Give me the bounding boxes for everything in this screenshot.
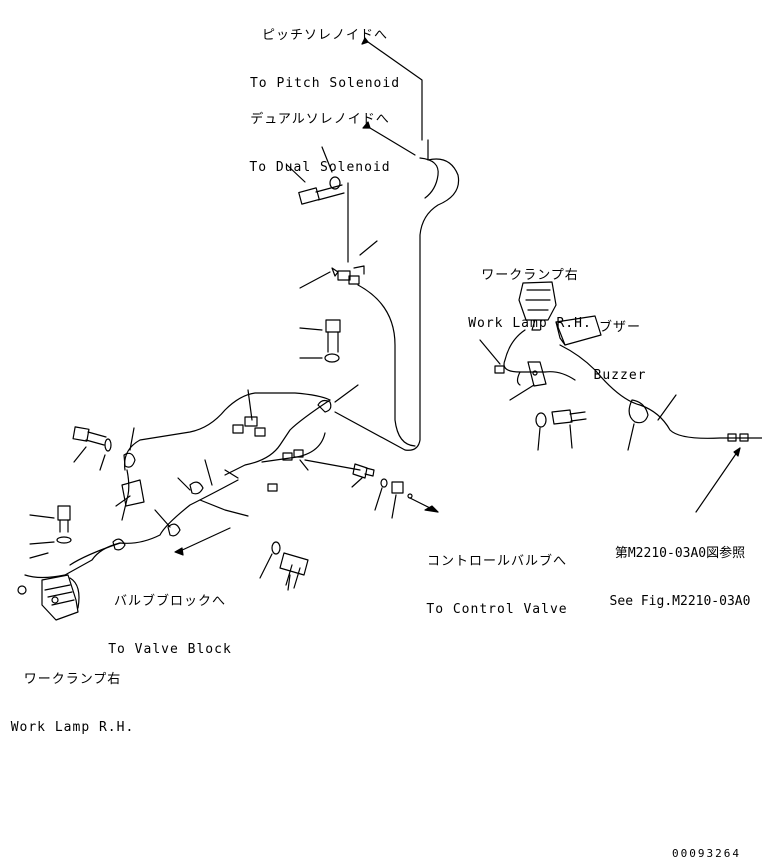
leader-line-control-valve bbox=[409, 497, 439, 513]
clamp-middle bbox=[317, 399, 332, 413]
clamp-left bbox=[123, 452, 136, 468]
harness-dual-branch bbox=[419, 157, 439, 199]
control-valve-ja: コントロールバルブへ bbox=[426, 554, 567, 569]
clamp-central-b bbox=[167, 523, 181, 537]
harness-lower-left bbox=[24, 479, 239, 579]
dual-solenoid-en: To Dual Solenoid bbox=[249, 160, 391, 175]
harness-dual-lead bbox=[369, 127, 416, 156]
leader-arrow-pitch bbox=[361, 37, 369, 45]
work-lamp-lower bbox=[17, 574, 80, 621]
washer-left bbox=[104, 438, 112, 452]
see-fig-label: 第M2210-03A0図参照 See Fig.M2210-03A0 bbox=[598, 514, 762, 626]
pitch-solenoid-label: ピッチソレノイドへ To Pitch Solenoid bbox=[240, 0, 410, 108]
dual-solenoid-ja: デュアルソレノイドへ bbox=[250, 112, 390, 127]
bolt-upper bbox=[298, 184, 345, 205]
bolt-lower-left bbox=[57, 505, 71, 533]
grommet-right bbox=[628, 399, 649, 424]
washer-lower-left bbox=[56, 536, 72, 544]
leader-line-see-fig bbox=[695, 447, 741, 513]
harness-upper-branch bbox=[357, 284, 416, 447]
valve-block-ja: バルブブロックへ bbox=[113, 594, 226, 609]
work-lamp-bottom-en: Work Lamp R.H. bbox=[10, 720, 135, 735]
clamp-central-a bbox=[189, 481, 204, 495]
harness-central-lower bbox=[224, 399, 331, 476]
washer-right bbox=[535, 412, 547, 428]
work-lamp-top-label: ワークランプ右 Work Lamp R.H. bbox=[465, 236, 595, 348]
work-lamp-bottom-label: ワークランプ右 Work Lamp R.H. bbox=[5, 640, 140, 752]
harness-right-lead bbox=[261, 432, 326, 463]
washer-upper bbox=[329, 176, 341, 190]
leader-arrow-dual bbox=[362, 121, 371, 129]
harness-control-valve-lead bbox=[304, 459, 361, 471]
bolt-right bbox=[551, 409, 587, 425]
connector-cluster-upper bbox=[331, 265, 365, 285]
harness-right bbox=[503, 329, 762, 439]
see-fig-ja: 第M2210-03A0図参照 bbox=[614, 546, 746, 561]
leader-arrow-see-fig bbox=[733, 447, 741, 457]
buzzer bbox=[555, 315, 602, 346]
harness-pitch-branch bbox=[367, 41, 423, 141]
work-lamp-bottom-ja: ワークランプ右 bbox=[23, 672, 122, 687]
work-lamp-top-ja: ワークランプ右 bbox=[481, 268, 579, 283]
valve-block-en: To Valve Block bbox=[108, 642, 232, 657]
valve-block-label: バルブブロックへ To Valve Block bbox=[100, 562, 240, 674]
buzzer-label: ブザー Buzzer bbox=[585, 288, 655, 400]
work-lamp-top-en: Work Lamp R.H. bbox=[468, 316, 592, 331]
bracket-left bbox=[121, 479, 145, 507]
harness-central-bundle bbox=[123, 392, 331, 471]
work-lamp-upper bbox=[518, 281, 557, 331]
dual-solenoid-label: デュアルソレノイドへ To Dual Solenoid bbox=[240, 80, 400, 192]
control-valve-label: コントロールバルブへ To Control Valve bbox=[422, 522, 572, 634]
pitch-solenoid-ja: ピッチソレノイドへ bbox=[261, 28, 388, 43]
drawing-number: 00093264 bbox=[672, 847, 741, 860]
see-fig-en: See Fig.M2210-03A0 bbox=[609, 594, 751, 609]
bolt-lower-right bbox=[279, 552, 309, 589]
clamp-central-c bbox=[112, 538, 126, 551]
buzzer-en: Buzzer bbox=[593, 368, 647, 383]
bolt-middle bbox=[325, 319, 341, 353]
washer-middle bbox=[324, 353, 340, 363]
pitch-solenoid-en: To Pitch Solenoid bbox=[249, 76, 401, 91]
harness-left-vertical bbox=[121, 469, 130, 521]
buzzer-ja: ブザー bbox=[598, 320, 641, 335]
bracket-right bbox=[527, 361, 547, 387]
leader-line-valve-block bbox=[177, 527, 231, 553]
bolt-left bbox=[72, 426, 107, 446]
connector-right bbox=[494, 365, 505, 374]
washer-lower-right bbox=[271, 541, 281, 555]
control-valve-en: To Control Valve bbox=[426, 602, 568, 617]
harness-main-trunk bbox=[334, 139, 460, 451]
control-valve-connector bbox=[352, 463, 413, 499]
